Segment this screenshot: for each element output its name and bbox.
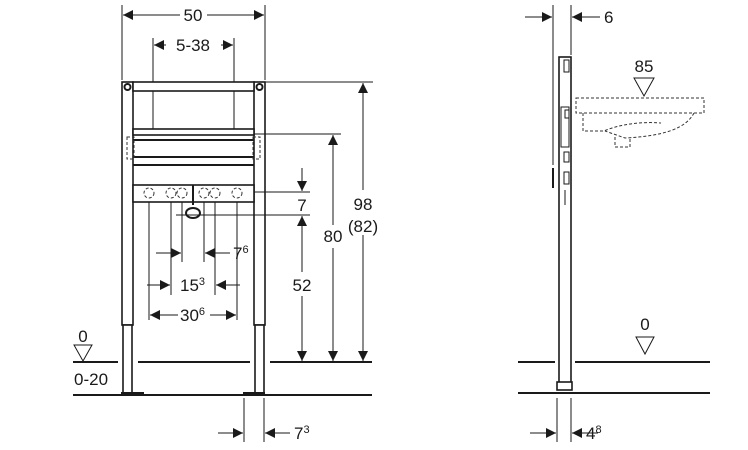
basin-height-label: 85 (635, 57, 654, 76)
frame-side (552, 56, 573, 391)
dimension-label: 52 (293, 276, 312, 295)
dimension-label-7: 7 (297, 196, 306, 215)
dimension-width-50: 50 (121, 5, 266, 80)
dimension-label: 98 (354, 195, 373, 214)
level-triangle-icon (73, 344, 93, 363)
dimension-label: 306 (180, 306, 205, 325)
dimension-height-80: 80 (254, 133, 343, 361)
dimension-height-98: 98 (82) (265, 81, 378, 361)
dimension-label: 5-38 (176, 36, 210, 55)
dimension-foot-7-3: 73 (218, 398, 310, 443)
dimension-height-52: 7 52 (176, 168, 311, 361)
dimension-label-alt: (82) (348, 217, 378, 236)
washbasin-outline: 85 (575, 57, 705, 148)
dimension-30-6: 306 (150, 306, 236, 325)
dimension-label: 48 (586, 424, 602, 443)
dimension-7-6: 76 (156, 244, 249, 263)
dimension-depth-6: 6 (525, 5, 613, 165)
floor-lines (73, 361, 372, 396)
floor-level-marker-side: 0 (635, 315, 655, 356)
dimension-label: 80 (324, 227, 343, 246)
dimension-label: 50 (184, 6, 203, 25)
level-label: 0 (640, 315, 649, 334)
dimension-label: 153 (180, 276, 205, 295)
side-view: 6 85 0 (518, 5, 710, 443)
dimension-foot-4-8: 48 (530, 398, 602, 443)
dimension-label: 6 (604, 8, 613, 27)
dimension-15-3: 153 (147, 276, 240, 295)
dimension-label: 76 (233, 244, 249, 263)
level-triangle-icon (635, 336, 655, 356)
mounting-frame (121, 81, 266, 396)
level-label: 0 (78, 327, 87, 346)
floor-lines-side (518, 361, 710, 394)
screw-icon (255, 83, 264, 91)
drain-fitting (185, 185, 201, 219)
adjust-range-label: 0-20 (74, 370, 108, 389)
dimension-label: 73 (294, 424, 310, 443)
connection-holes (143, 187, 243, 199)
front-view: 50 5-38 (73, 5, 378, 443)
level-triangle-icon (633, 77, 655, 98)
floor-level-marker: 0 0-20 (73, 327, 108, 389)
screw-icon (123, 83, 132, 91)
